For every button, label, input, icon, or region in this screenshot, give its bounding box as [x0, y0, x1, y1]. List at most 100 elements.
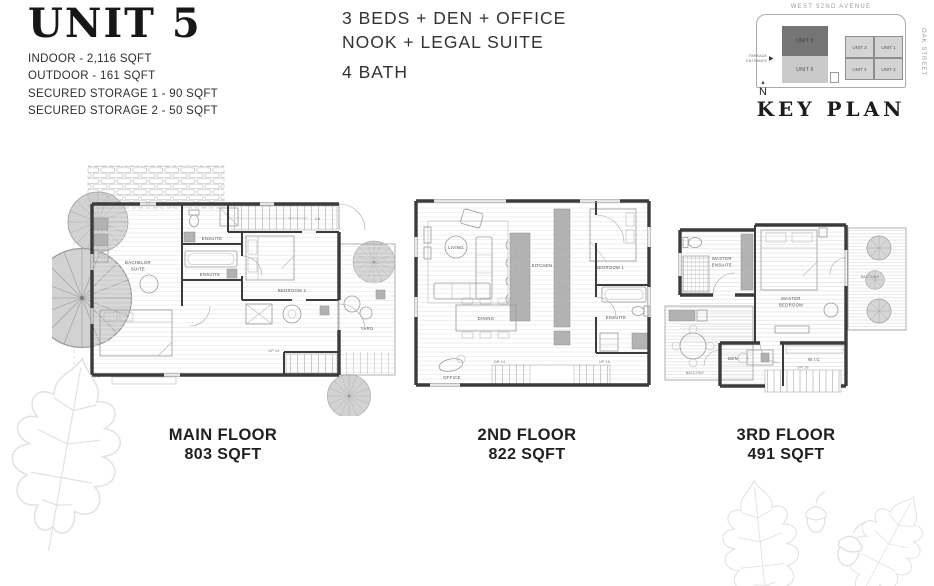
stairs-top: DN	[227, 203, 366, 231]
room-label-office: OFFICE	[443, 375, 460, 380]
floor-area-label: 803 SQFT	[184, 446, 262, 463]
floor-area-label: 491 SQFT	[747, 446, 825, 463]
stat-outdoor: OUTDOOR - 161 SQFT	[28, 70, 156, 83]
room-label-master-ensuite-2: ENSUITE	[712, 263, 733, 268]
exterior-walls	[90, 202, 341, 377]
room-label-ensuite-top: ENSUITE	[202, 236, 223, 241]
exterior-walls	[414, 199, 651, 387]
stairs: DN 14 UP 16	[491, 360, 611, 386]
key-plan-unit-3: UNIT 3	[845, 36, 874, 58]
bed-icon	[760, 229, 818, 291]
porch-step	[111, 376, 177, 385]
acorn-icon	[805, 491, 827, 533]
street-label-top: WEST 52ND AVENUE	[790, 4, 872, 10]
floor-name: 3RD FLOOR	[736, 426, 836, 444]
bedroom1-furniture: BEDROOM 1	[589, 208, 637, 270]
dining-furniture: DINING	[455, 297, 517, 339]
caption-main-floor: MAIN FLOOR 803 SQFT	[133, 425, 313, 465]
key-plan-unit-6: UNIT 6	[782, 56, 828, 83]
summary-line-1: 3 BEDS + DEN + OFFICE	[342, 8, 567, 28]
north-arrow-icon: ▲	[760, 80, 766, 86]
street-label-right: OAK STREET	[920, 28, 926, 77]
windows	[678, 250, 848, 286]
stairs-dn-label: DN 14	[494, 360, 505, 364]
stairs-dn-label: DN	[315, 217, 321, 221]
room-label-kitchen: KITCHEN	[532, 263, 553, 268]
windows	[90, 202, 339, 377]
key-plan: WEST 52ND AVENUE UNIT 5 UNIT 6 UNIT 3 UN…	[742, 0, 934, 132]
stairs-up-label: UP 14	[269, 349, 280, 353]
key-plan-building-outline: UNIT 5 UNIT 6 UNIT 3 UNIT 1 UNIT 4 UNIT …	[756, 14, 906, 88]
floor-area-label: 822 SQFT	[488, 446, 566, 463]
room-label-ensuite: ENSUITE	[606, 315, 627, 320]
room-label-dining: DINING	[478, 316, 495, 321]
floor-name: MAIN FLOOR	[168, 426, 278, 444]
stone-patio	[87, 165, 225, 209]
stairs-bottom: UP 14	[269, 349, 338, 374]
door-arcs	[703, 257, 847, 367]
summary-line-2: NOOK + LEGAL SUITE	[342, 32, 544, 53]
ensuite-bottom-fixtures: ENSUITE	[184, 250, 238, 279]
key-plan-unit-5: UNIT 5	[782, 26, 828, 56]
room-label-bedroom1: BEDROOM 1	[596, 265, 625, 270]
room-label-den: DEN	[728, 356, 738, 361]
key-plan-unit-grid: UNIT 3 UNIT 1 UNIT 4 UNIT 2	[845, 36, 903, 80]
caption-second-floor: 2ND FLOOR 822 SQFT	[437, 425, 617, 465]
interior-walls	[754, 225, 784, 386]
caption-third-floor: 3RD FLOOR 491 SQFT	[696, 425, 876, 465]
room-label-wic: W.I.C	[808, 357, 820, 362]
room-label-ensuite-bottom: ENSUITE	[200, 272, 221, 277]
room-label-master-bedroom-2: BEDROOM	[779, 303, 803, 308]
interior-walls	[595, 201, 649, 354]
stairs-up-label: UP 16	[599, 360, 610, 364]
stat-storage2: SECURED STORAGE 2 - 50 SQFT	[28, 104, 219, 117]
door-arcs	[595, 214, 625, 318]
wic: W.I.C	[785, 345, 844, 362]
exterior-walls	[678, 223, 848, 388]
bed-icon	[589, 208, 637, 262]
parkade-entrance-label: PARKADE ENTRANCE	[746, 54, 767, 63]
master-ensuite-fixtures: MASTER ENSUITE	[682, 233, 754, 293]
den-furniture: DEN	[728, 349, 774, 366]
second-floor-plan: LIVING KITCHEN BEDROOM 1	[414, 199, 651, 387]
bedroom2-furniture: BEDROOM 2	[245, 235, 330, 325]
page-title: UNIT 5	[28, 0, 202, 47]
parkade-arrow-icon: ▶	[769, 56, 774, 62]
summary-block: 3 BEDS + DEN + OFFICE NOOK + LEGAL SUITE…	[342, 6, 566, 84]
main-floor-plan: YARD DN UP 14	[52, 165, 396, 416]
room-label-balcony-bottom: BALCONY	[686, 371, 705, 375]
ensuite-fixtures: ENSUITE	[599, 286, 650, 352]
windows	[414, 199, 651, 387]
title-block: UNIT 5 INDOOR - 2,116 SQFT OUTDOOR - 161…	[28, 2, 218, 120]
room-label-bedroom2: BEDROOM 2	[278, 288, 307, 293]
master-bedroom-furniture: MASTER BEDROOM	[760, 227, 839, 334]
office-furniture: OFFICE	[438, 354, 466, 380]
floor-name: 2ND FLOOR	[477, 426, 577, 444]
unit-stats: INDOOR - 2,116 SQFT OUTDOOR - 161 SQFT S…	[28, 51, 218, 120]
room-label-bachelor-1: BACHELOR	[125, 260, 151, 265]
interior-walls	[181, 204, 339, 375]
leaf-decoration-bottom-right	[722, 479, 923, 586]
bed-icon	[99, 309, 173, 357]
room-label-master-bedroom-1: MASTER	[781, 296, 801, 301]
bachelor-suite-furniture: BACHELOR SUITE	[93, 217, 173, 357]
key-plan-unit-1: UNIT 1	[874, 36, 903, 58]
key-plan-unit-2: UNIT 2	[874, 58, 903, 80]
living-furniture: LIVING	[423, 208, 509, 304]
stat-indoor: INDOOR - 2,116 SQFT	[28, 53, 152, 65]
acorn-icon	[837, 521, 867, 567]
room-label-living: LIVING	[448, 245, 464, 250]
vanity-icon	[740, 233, 754, 291]
north-label: N	[759, 86, 767, 98]
bbq-icon	[668, 309, 696, 322]
room-label-bachelor-2: SUITE	[131, 267, 145, 272]
stat-storage1: SECURED STORAGE 1 - 90 SQFT	[28, 87, 219, 100]
room-label-yard: YARD	[361, 326, 374, 331]
yard: YARD	[338, 243, 396, 376]
third-floor-plan: BALCONY BALCONY MASTER ENSUITE	[664, 223, 907, 393]
balcony-right: BALCONY	[847, 227, 907, 331]
floor-area	[416, 201, 649, 385]
room-label-master-ensuite-1: MASTER	[712, 256, 732, 261]
stairs-dn-label: DN 16	[797, 366, 808, 370]
